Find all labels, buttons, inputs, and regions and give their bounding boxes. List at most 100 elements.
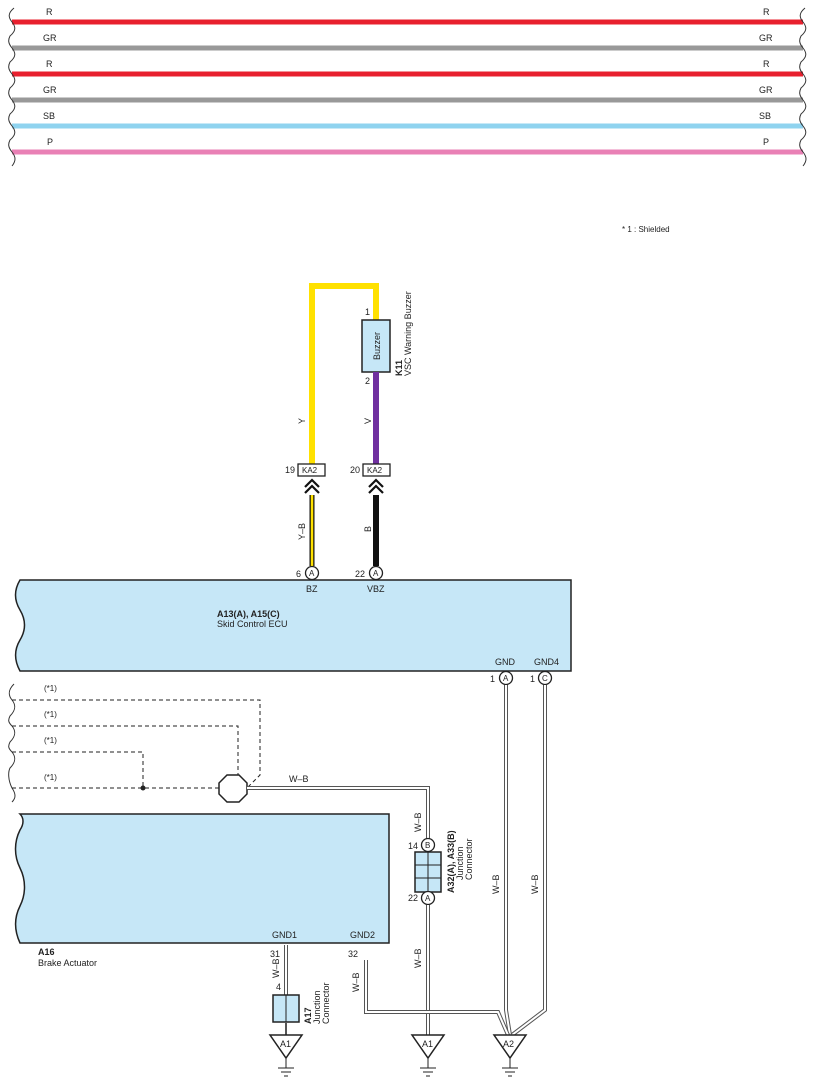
break-mark-left (8, 7, 16, 167)
a17-code: A17 (303, 1007, 313, 1024)
wire-gnd4-inner (511, 685, 546, 1036)
top-wire-3-right-label: R (763, 59, 770, 69)
actuator-gnd1-term: GND1 (272, 930, 297, 940)
wire-wb-label-a32: W–B (413, 812, 423, 832)
ecu-name: Skid Control ECU (217, 619, 288, 629)
ka2-right-label: KA2 (367, 466, 383, 475)
ecu-vbz-pin: 22 (355, 569, 365, 579)
ka2-right-connector (362, 463, 391, 477)
a32-top-pin: 14 (408, 841, 418, 851)
top-wire-group: R R GR GR R R GR GR SB SB P P (8, 7, 807, 167)
ecu-bz-term: BZ (306, 584, 318, 594)
ecu-gnd-connector (498, 670, 514, 686)
a32-name-1: Junction (455, 846, 465, 880)
ground-a2-icon (502, 1058, 518, 1077)
a32-bottom-conn-label: A (425, 894, 431, 903)
wire-gnd2-outer (364, 960, 510, 1036)
ground-a2-label: A2 (503, 1039, 514, 1049)
wire-a32-ground-label: W–B (413, 948, 423, 968)
chevron-right-icon (368, 478, 384, 494)
wire-gnd-label: W–B (491, 874, 501, 894)
top-wire-5-left-label: SB (43, 111, 55, 121)
top-wire-5-right-label: SB (759, 111, 771, 121)
chevron-left-icon (304, 478, 320, 494)
wire-wb-shield-inner (247, 787, 429, 842)
ecu-bz-conn-label: A (309, 569, 315, 578)
ecu-gnd4-pin: 1 (530, 674, 535, 684)
actuator-name: Brake Actuator (38, 958, 97, 968)
wire-gnd-inner (505, 685, 511, 1036)
a17-name-1: Junction (312, 990, 322, 1024)
ecu-gnd-term: GND (495, 657, 516, 667)
shield-break-mark (8, 683, 16, 803)
shield-tag-2: (*1) (44, 710, 57, 719)
ground-a1-left: A1 (268, 1034, 304, 1077)
top-wire-1-right-label: R (763, 7, 770, 17)
top-wire-2-left-label: GR (43, 33, 57, 43)
actuator-box (14, 813, 390, 944)
buzzer-code: K11 (394, 360, 404, 376)
actuator-gnd2-term: GND2 (350, 930, 375, 940)
ka2-right-pin: 20 (350, 465, 360, 475)
ka2-left-pin: 19 (285, 465, 295, 475)
shield-splice-octagon (218, 774, 248, 803)
ecu-vbz-term: VBZ (367, 584, 385, 594)
shield-tag-4: (*1) (44, 773, 57, 782)
wire-gnd2-label: W–B (351, 972, 361, 992)
a17-pin: 4 (276, 982, 281, 992)
ground-a1-left-icon (278, 1058, 294, 1077)
buzzer-pin-bottom: 2 (365, 376, 370, 386)
wire-yb-label: Y–B (297, 523, 307, 540)
a17-name-2: Connector (321, 982, 331, 1024)
shield-note: * 1 : Shielded (622, 225, 670, 234)
ka2-left-label: KA2 (302, 466, 318, 475)
ground-a1-mid-triangle (410, 1034, 446, 1060)
buzzer-pin-top: 1 (365, 307, 370, 317)
wire-wb-label-top: W–B (289, 774, 309, 784)
shield-line-1 (12, 699, 261, 790)
buzzer-name: VSC Warning Buzzer (403, 291, 413, 376)
top-wire-6-right-label: P (763, 137, 769, 147)
shield-junction-dot (140, 785, 146, 791)
ecu-gnd-conn-label: A (503, 674, 509, 683)
ground-a1-mid-label: A1 (422, 1039, 433, 1049)
wire-b-label: B (363, 526, 373, 532)
ground-a1-mid: A1 (410, 1034, 446, 1077)
shield-wires: (*1) (*1) (*1) (*1) (8, 683, 261, 803)
top-wire-6-left-label: P (47, 137, 53, 147)
ground-a1-mid-icon (420, 1058, 436, 1077)
actuator-gnd2-pin: 32 (348, 949, 358, 959)
ground-a1-left-label: A1 (280, 1039, 291, 1049)
top-wire-1-left-label: R (46, 7, 53, 17)
ground-a2-triangle (492, 1034, 528, 1060)
a32-top-conn-label: B (425, 841, 430, 850)
ecu-box (14, 579, 572, 672)
ecu-gnd4-conn-label: C (542, 674, 548, 683)
wire-gnd4-outer (510, 685, 547, 1037)
wire-y (309, 283, 379, 466)
ecu-bz-pin: 6 (296, 569, 301, 579)
wire-gnd2-inner (365, 960, 509, 1036)
actuator-code: A16 (38, 947, 55, 957)
a32-code: A32(A), A33(B) (446, 830, 456, 893)
break-mark-right (799, 7, 807, 167)
ecu-code: A13(A), A15(C) (217, 609, 280, 619)
a32-bottom-connector (420, 890, 436, 906)
wire-y-label: Y (297, 418, 307, 424)
a32-name-2: Connector (464, 838, 474, 880)
shield-line-3 (12, 751, 144, 789)
top-wire-3-left-label: R (46, 59, 53, 69)
shield-tag-3: (*1) (44, 736, 57, 745)
ecu-vbz-conn-label: A (373, 569, 379, 578)
shield-line-2 (12, 725, 239, 775)
ka2-left-connector (297, 463, 326, 477)
ecu-vbz-connector (368, 565, 384, 581)
shield-tag-1: (*1) (44, 684, 57, 693)
top-wire-4-left-label: GR (43, 85, 57, 95)
ecu-gnd4-connector (537, 670, 553, 686)
ecu-gnd-pin: 1 (490, 674, 495, 684)
ecu-gnd4-term: GND4 (534, 657, 559, 667)
ground-a1-left-triangle (268, 1034, 304, 1060)
top-wire-4-right-label: GR (759, 85, 773, 95)
buzzer-box-label: Buzzer (372, 332, 382, 360)
